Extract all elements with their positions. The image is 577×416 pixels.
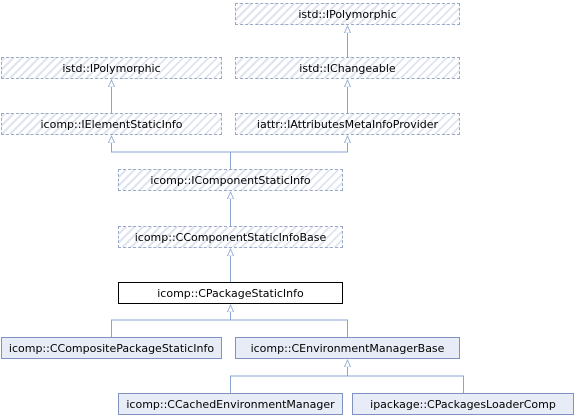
node-cenvironmentmanagerbase[interactable]: icomp::CEnvironmentManagerBase (235, 337, 460, 359)
node-icomponentstaticinfo[interactable]: icomp::IComponentStaticInfo (118, 169, 343, 191)
node-ielementstaticinfo[interactable]: icomp::IElementStaticInfo (1, 113, 222, 135)
node-cpackagestaticinfo: icomp::CPackageStaticInfo (118, 282, 343, 304)
node-label: istd::IPolymorphic (62, 61, 161, 75)
node-iattributesmetainfoprovider[interactable]: iattr::IAttributesMetaInfoProvider (235, 113, 460, 135)
node-label: ipackage::CPackagesLoaderComp (370, 397, 556, 411)
node-ccomponentstaticinfobase[interactable]: icomp::CComponentStaticInfoBase (118, 226, 343, 248)
edge-cloader-to-cenvbase (347, 375, 464, 393)
node-label: icomp::CComponentStaticInfoBase (134, 230, 327, 244)
node-label: icomp::IComponentStaticInfo (150, 173, 311, 187)
edge-icomponent-to-ielement (112, 136, 231, 169)
node-label: icomp::CCachedEnvironmentManager (126, 397, 335, 411)
node-label: icomp::CCompositePackageStaticInfo (8, 341, 215, 355)
node-ccompositepackagestaticinfo[interactable]: icomp::CCompositePackageStaticInfo (1, 337, 222, 359)
node-ccachedenvironmentmanager[interactable]: icomp::CCachedEnvironmentManager (118, 393, 343, 415)
node-label: icomp::IElementStaticInfo (40, 117, 183, 131)
node-ipolymorphic-left[interactable]: istd::IPolymorphic (1, 57, 222, 79)
node-label: iattr::IAttributesMetaInfoProvider (256, 117, 439, 131)
edge-icomponent-to-iattrs (230, 136, 348, 153)
node-ipolymorphic-top[interactable]: istd::IPolymorphic (235, 3, 460, 25)
node-ichangeable[interactable]: istd::IChangeable (235, 57, 460, 79)
edge-ccomposite-to-cpackage (111, 305, 231, 337)
node-label: istd::IChangeable (299, 61, 396, 75)
edge-ccached-to-cenvbase (230, 360, 348, 393)
edge-cenvbase-to-cpackage (230, 319, 348, 337)
node-label: icomp::CPackageStaticInfo (157, 286, 304, 300)
node-label: icomp::CEnvironmentManagerBase (250, 341, 445, 355)
node-label: istd::IPolymorphic (298, 7, 397, 21)
node-cpackagesloadercomp[interactable]: ipackage::CPackagesLoaderComp (352, 393, 574, 415)
